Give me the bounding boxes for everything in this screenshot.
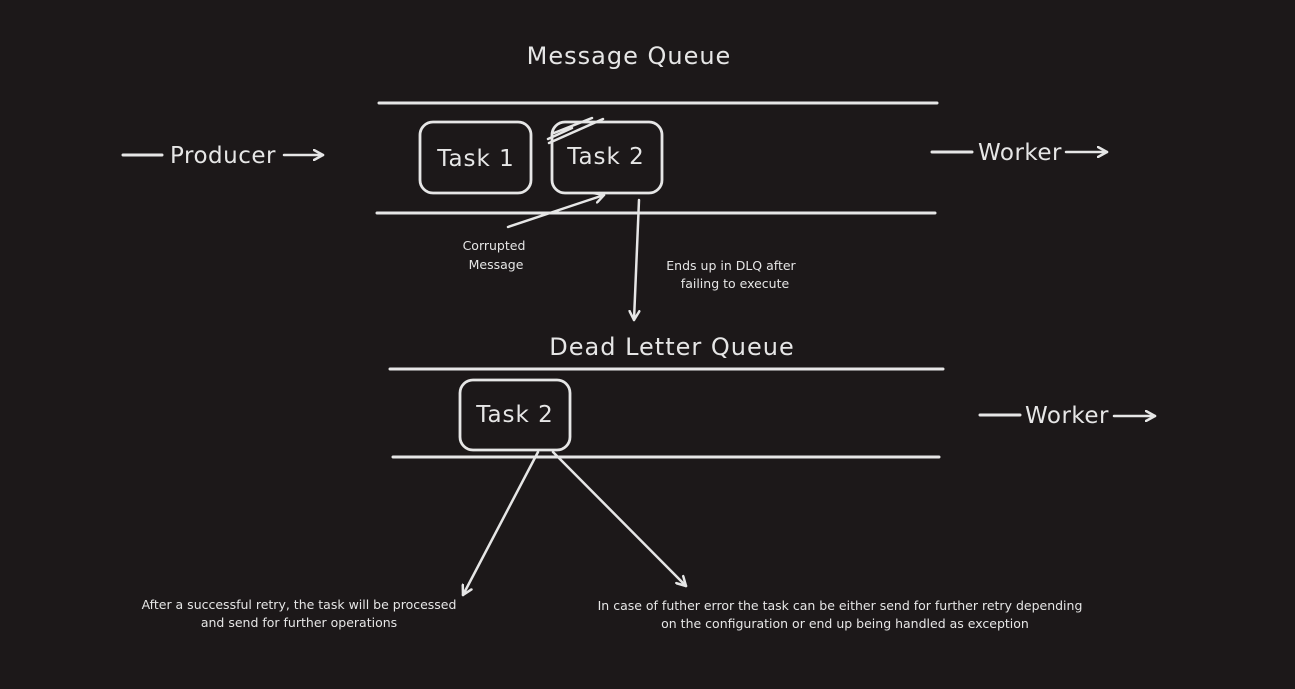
corruption-scribble	[546, 116, 605, 145]
retry-success-note-line-2: and send for further operations	[201, 615, 397, 630]
task-1-box: Task 1	[418, 120, 533, 195]
dlq-note-line-2: failing to execute	[681, 276, 790, 291]
task-1-label: Task 1	[436, 146, 515, 172]
dlq-task-2-label: Task 2	[475, 402, 554, 428]
message-queue-title: Message Queue	[527, 42, 732, 70]
further-error-note-line-2: on the configuration or end up being han…	[661, 616, 1029, 631]
further-error-arrow	[551, 450, 688, 588]
dlq-note-line-1: Ends up in DLQ after	[666, 258, 796, 273]
dlq-task-2-box: Task 2	[458, 378, 572, 452]
corrupted-note-line-2: Message	[469, 257, 524, 272]
task-1-border	[418, 120, 533, 195]
producer-node: Producer	[121, 143, 325, 169]
corrupted-message-arrow	[506, 195, 606, 229]
to-dlq-arrow	[634, 198, 639, 322]
dlq-worker-label: Worker	[1025, 403, 1109, 429]
retry-success-arrow	[463, 450, 540, 597]
retry-success-note-line-1: After a successful retry, the task will …	[142, 597, 457, 612]
further-error-note-line-1: In case of futher error the task can be …	[598, 598, 1083, 613]
message-queue-worker-node: Worker	[930, 140, 1109, 166]
producer-label: Producer	[170, 143, 276, 169]
dead-letter-queue-title: Dead Letter Queue	[549, 333, 794, 361]
dlq-task-2-border	[458, 378, 572, 452]
task-2-label: Task 2	[566, 144, 645, 170]
corrupted-note-line-1: Corrupted	[463, 238, 526, 253]
task-2-border	[550, 120, 664, 195]
message-queue-worker-label: Worker	[978, 140, 1062, 166]
dlq-worker-node: Worker	[978, 403, 1157, 429]
task-2-box: Task 2	[546, 116, 664, 195]
